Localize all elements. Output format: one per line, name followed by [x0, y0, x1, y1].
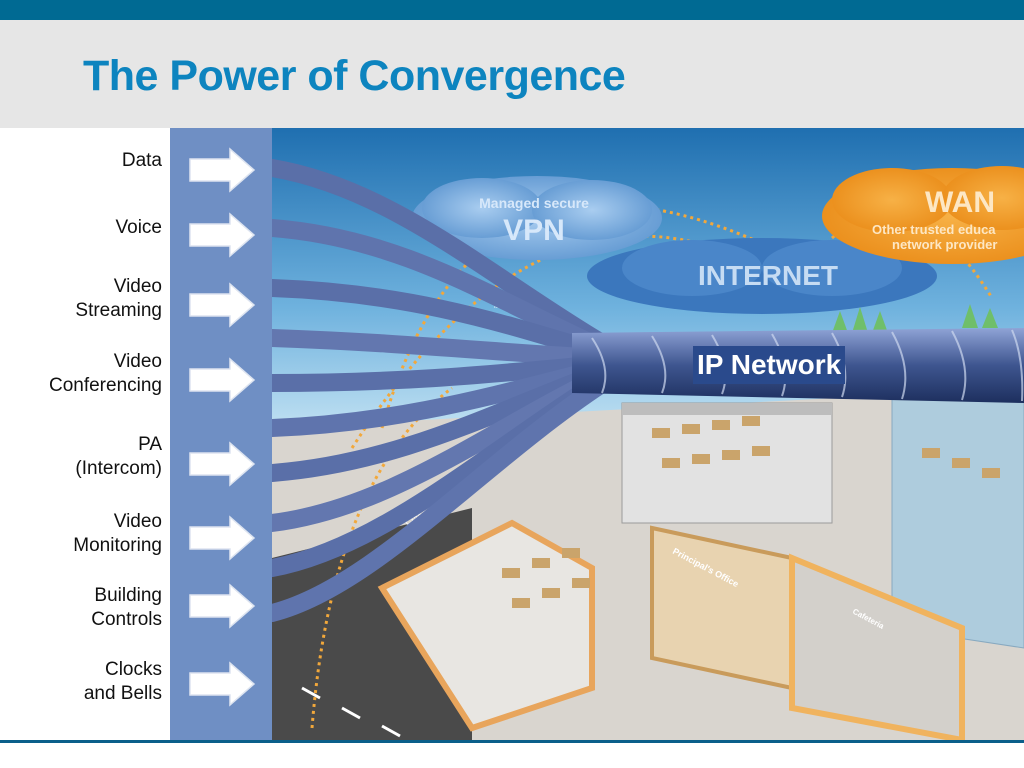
service-label-line: Building [94, 585, 162, 606]
service-label-data: Data [122, 149, 162, 173]
wan-cloud-line2: network provider [892, 237, 997, 252]
right-arrow-icon [189, 661, 256, 707]
right-arrow-icon [189, 583, 256, 629]
school-network-scene: Managed secure VPN INTERNET WAN Other tr… [272, 128, 1024, 740]
right-arrow-icon [189, 212, 256, 258]
service-label-line: Data [121, 150, 162, 171]
service-label-line: Video [113, 511, 162, 532]
service-label-line: Video [113, 351, 162, 372]
service-label-voice: Voice [116, 216, 162, 240]
service-label-line: PA [138, 434, 162, 455]
classroom-upper [621, 402, 833, 524]
internet-cloud-label: INTERNET [698, 260, 838, 291]
vpn-cloud: Managed secure VPN [412, 176, 662, 260]
service-label-clocks-bells: Clocks and Bells [84, 658, 162, 706]
internet-cloud: INTERNET [587, 238, 937, 314]
slide-header [0, 20, 1024, 128]
desks [502, 416, 1000, 608]
network-illustration: Managed secure VPN INTERNET WAN Other tr… [272, 128, 1024, 740]
service-label-line: and Bells [83, 683, 162, 704]
service-label-line: Conferencing [48, 375, 162, 396]
service-label-video-monitoring: Video Monitoring [73, 510, 162, 558]
service-label-line: Voice [115, 217, 162, 238]
service-label-pa-intercom: PA (Intercom) [75, 433, 162, 481]
service-label-line: Clocks [104, 659, 162, 680]
wan-cloud-line1: Other trusted educa [872, 222, 996, 237]
ip-network-label: IP Network [693, 346, 846, 384]
top-accent-bar [0, 0, 1024, 20]
bottom-divider [0, 740, 1024, 743]
service-label-line: Video [113, 276, 162, 297]
wan-cloud: WAN Other trusted educa network provider [822, 166, 1024, 264]
road-markings [301, 686, 401, 738]
service-label-line: Controls [91, 609, 162, 630]
slide-title: The Power of Convergence [83, 52, 626, 100]
converging-cables [272, 159, 611, 622]
service-label-video-streaming: Video Streaming [75, 275, 162, 323]
service-label-video-conferencing: Video Conferencing [49, 350, 162, 398]
right-arrow-icon [189, 441, 256, 487]
arrow-column [170, 128, 272, 740]
trees [832, 304, 998, 333]
service-label-line: Streaming [75, 300, 162, 321]
cafeteria [789, 553, 965, 740]
right-arrow-icon [189, 357, 256, 403]
service-label-line: Monitoring [73, 535, 162, 556]
service-label-line: (Intercom) [75, 458, 162, 479]
wan-cloud-title: WAN [925, 186, 995, 219]
service-labels: Data Voice Video Streaming Video Confere… [0, 128, 170, 740]
service-label-building-controls: Building Controls [91, 584, 162, 632]
classroom-lower [377, 519, 595, 732]
right-arrow-icon [189, 515, 256, 561]
right-arrow-icon [189, 282, 256, 328]
vpn-cloud-label: VPN [503, 214, 565, 247]
vpn-cloud-label-small: Managed secure [479, 195, 589, 211]
right-arrow-icon [189, 147, 256, 193]
